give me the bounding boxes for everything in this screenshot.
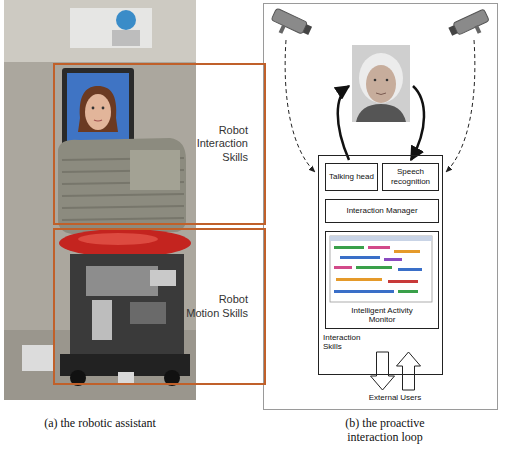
activity-chart	[394, 250, 420, 253]
interaction-arrow	[338, 86, 349, 160]
activity-chart	[356, 266, 392, 269]
camera-icon	[271, 8, 307, 34]
region-box: Robot Motion Skills	[53, 228, 266, 385]
block-arrow	[397, 352, 421, 390]
camera-icon	[453, 9, 489, 35]
robot-photo	[118, 372, 134, 384]
robot-photo	[86, 266, 158, 296]
robot-photo	[85, 94, 111, 130]
user-photo	[386, 79, 389, 82]
robot-photo	[130, 150, 180, 190]
user-photo	[366, 65, 396, 103]
activity-chart	[330, 236, 432, 302]
robot-photo	[102, 107, 105, 110]
panel-frame	[264, 4, 498, 410]
user-photo	[352, 45, 410, 122]
camera-icon	[448, 25, 457, 36]
camera-icon	[303, 24, 312, 35]
user-photo	[359, 53, 403, 103]
activity-chart	[334, 246, 364, 249]
activity-chart	[336, 278, 382, 281]
robot-photo	[92, 107, 95, 110]
node-label: Interaction Skills	[323, 333, 373, 352]
node-label: Robot Interaction Skills	[184, 124, 248, 164]
robot-photo	[70, 8, 152, 48]
node-label: Speech recognition	[384, 167, 437, 186]
robot-photo	[4, 0, 196, 400]
module-box: Interaction Manager	[325, 199, 439, 223]
camera-link	[285, 40, 315, 172]
activity-chart	[330, 236, 432, 302]
robot-photo	[59, 229, 191, 257]
activity-chart	[334, 290, 394, 293]
camera-icon	[474, 25, 481, 34]
robot-photo	[70, 254, 184, 358]
node-label: Intelligent Activity Monitor	[347, 306, 417, 325]
robot-photo	[116, 10, 136, 30]
robot-photo	[4, 0, 196, 62]
robot-photo	[130, 302, 166, 324]
activity-chart	[334, 266, 352, 269]
activity-chart	[398, 268, 422, 271]
camera-icon	[268, 8, 313, 44]
block-arrow	[371, 352, 395, 390]
activity-chart	[330, 236, 432, 241]
robot-photo	[58, 138, 186, 234]
robot-photo	[92, 300, 112, 340]
node-label: Interaction Manager	[328, 206, 436, 216]
external-label: External Users	[335, 393, 455, 403]
robot-photo	[78, 86, 118, 132]
camera-icon	[448, 9, 493, 44]
robot-photo	[78, 233, 158, 245]
caption: (b) the proactive interaction loop	[320, 416, 450, 445]
activity-chart	[388, 280, 418, 283]
robot-photo	[67, 73, 129, 148]
robot-photo	[150, 270, 176, 286]
robot-photo	[22, 345, 54, 371]
interaction-arrow	[411, 86, 424, 160]
node-label: Talking head	[329, 172, 375, 182]
module-box: Talking head	[325, 163, 378, 191]
robot-photo	[4, 0, 196, 400]
caption: (a) the robotic assistant	[35, 416, 165, 430]
user-photo	[374, 79, 377, 82]
skills-box: Interaction Skills Talking head Speech rec…	[318, 155, 443, 375]
activity-chart	[368, 246, 390, 249]
activity-chart	[340, 256, 380, 259]
robot-photo	[112, 30, 140, 46]
camera-link	[446, 40, 475, 172]
monitor-box: Intelligent Activity Monitor	[325, 231, 439, 329]
robot-photo	[94, 120, 102, 121]
user-photo	[356, 104, 406, 122]
module-box: Speech recognition	[382, 163, 439, 191]
user-photo	[376, 93, 386, 95]
activity-chart	[398, 290, 418, 293]
activity-chart	[384, 258, 402, 261]
camera-icon	[279, 25, 286, 34]
user-photo	[352, 45, 410, 122]
node-label: Robot Motion Skills	[184, 293, 248, 319]
region-box: Robot Interaction Skills	[53, 63, 266, 225]
